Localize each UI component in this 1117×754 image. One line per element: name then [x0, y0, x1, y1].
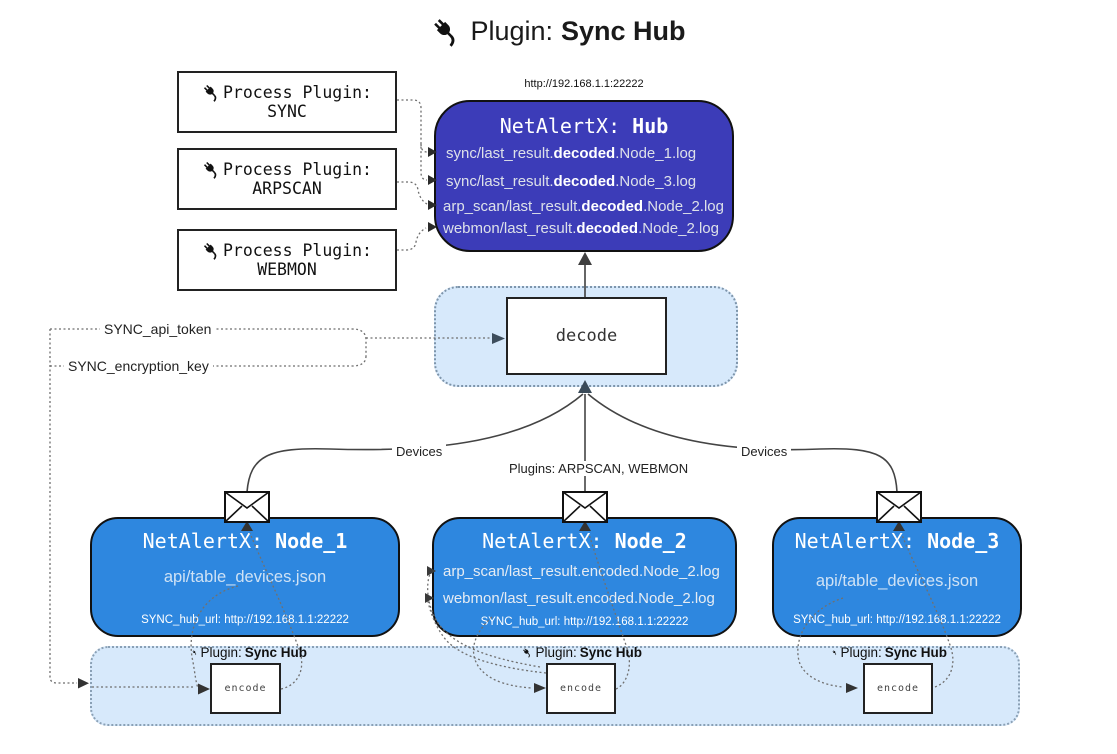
hub-title-name: Hub	[632, 114, 669, 138]
encoder-plugin-label: Plugin: Sync Hub	[832, 645, 947, 660]
band-in-arrowhead	[78, 678, 89, 689]
encode-box: encode	[863, 663, 933, 714]
plugin-to-hub-connectors	[397, 99, 428, 251]
title-name: Sync Hub	[561, 16, 686, 46]
encoder-plugin-label: Plugin: Sync Hub	[192, 645, 307, 660]
hub-log-line: arp_scan/last_result.decoded.Node_2.log	[443, 198, 724, 215]
plug-icon	[202, 83, 221, 102]
encoder-plugin-label: Plugin: Sync Hub	[522, 645, 642, 660]
node-title: NetAlertX: Node_3	[794, 529, 1000, 553]
node-hub-url: SYNC_hub_url: http://192.168.1.1:22222	[141, 614, 349, 626]
hub-title-prefix: NetAlertX:	[499, 114, 633, 138]
plug-icon	[202, 160, 221, 179]
process-plugin-label: Process Plugin:	[222, 83, 372, 102]
hub-log-line: webmon/last_result.decoded.Node_2.log	[443, 220, 719, 237]
node-file: api/table_devices.json	[163, 568, 327, 586]
node-hub-url: SYNC_hub_url: http://192.168.1.1:22222	[793, 614, 1001, 626]
hub-box: NetAlertX: Hub sync/last_result.decoded.…	[434, 100, 734, 252]
plug-icon	[832, 645, 837, 660]
edge-label-devices-right: Devices	[737, 444, 792, 459]
edge-label-plugins: Plugins: ARPSCAN, WEBMON	[505, 461, 693, 476]
plug-icon	[431, 16, 462, 47]
hub-url-label: http://192.168.1.1:22222	[524, 78, 644, 90]
setting-api-token: SYNC_api_token	[100, 321, 216, 337]
process-plugin-name: ARPSCAN	[252, 179, 322, 198]
node-1-box: NetAlertX: Node_1 api/table_devices.json…	[90, 517, 400, 637]
node-file: api/table_devices.json	[815, 572, 979, 590]
encode-box: encode	[210, 663, 281, 714]
node-file: arp_scan/last_result.encoded.Node_2.log	[443, 563, 720, 580]
node-title: NetAlertX: Node_2	[482, 529, 687, 553]
node-file: webmon/last_result.encoded.Node_2.log	[443, 590, 715, 607]
process-plugin-name: SYNC	[267, 102, 307, 121]
hub-title: NetAlertX: Hub	[436, 114, 732, 138]
process-plugin-arpscan: Process Plugin: ARPSCAN	[177, 148, 397, 210]
hub-log-line: sync/last_result.decoded.Node_3.log	[446, 173, 697, 190]
process-plugin-webmon: Process Plugin: WEBMON	[177, 229, 397, 291]
process-plugin-label: Process Plugin:	[222, 241, 372, 260]
edge-label-devices-left: Devices	[392, 444, 447, 459]
merge-curves	[246, 393, 898, 493]
setting-encryption-key: SYNC_encryption_key	[64, 358, 213, 374]
diagram-title: Plugin: Sync Hub	[0, 16, 1117, 47]
process-plugin-name: WEBMON	[257, 260, 317, 279]
encode-box: encode	[546, 663, 616, 714]
plug-icon	[192, 645, 197, 660]
hub-log-line: sync/last_result.decoded.Node_1.log	[446, 145, 697, 162]
node-hub-url: SYNC_hub_url: http://192.168.1.1:22222	[480, 616, 689, 628]
node-3-box: NetAlertX: Node_3 api/table_devices.json…	[772, 517, 1022, 637]
plug-icon	[202, 241, 221, 260]
node-2-box: NetAlertX: Node_2 arp_scan/last_result.e…	[432, 517, 737, 637]
plug-icon	[522, 645, 532, 660]
decode-box: decode	[506, 297, 667, 375]
process-plugin-sync: Process Plugin: SYNC	[177, 71, 397, 133]
process-plugin-label: Process Plugin:	[222, 160, 372, 179]
node-title: NetAlertX: Node_1	[142, 529, 348, 553]
title-prefix: Plugin:	[470, 16, 554, 46]
